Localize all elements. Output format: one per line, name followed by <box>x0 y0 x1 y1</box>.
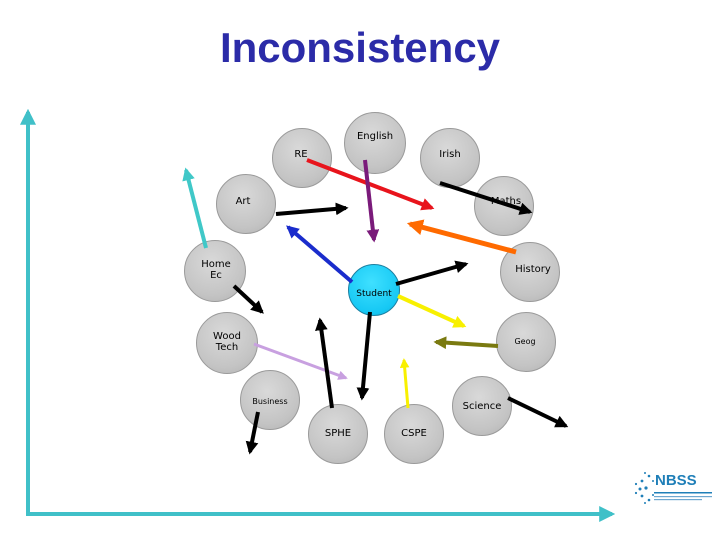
circle-art <box>216 174 276 234</box>
label-geog: Geog <box>514 337 536 346</box>
arrow-english <box>363 159 380 243</box>
arrow-blue <box>286 225 354 284</box>
arrow-business <box>245 411 260 455</box>
label-wood-tech: Wood Tech <box>213 331 241 353</box>
arrow-home-ec-down <box>232 284 264 314</box>
circle-business <box>240 370 300 430</box>
arrow-maths <box>406 219 517 255</box>
arrow-student-yellow <box>397 294 467 328</box>
arrow-art <box>275 202 349 216</box>
arrow-history <box>395 260 469 286</box>
logo-text: NBSS <box>655 472 697 489</box>
arrow-cspe <box>399 358 410 409</box>
circle-home-ec <box>184 240 246 302</box>
circle-english <box>344 112 406 174</box>
circle-sphe <box>308 404 368 464</box>
nbss-logo-icon <box>634 472 712 504</box>
label-irish: Irish <box>439 149 461 160</box>
circle-wood-tech <box>196 312 258 374</box>
circle-cspe <box>384 404 444 464</box>
arrow-irish <box>439 181 533 215</box>
label-business: Business <box>252 397 288 406</box>
label-home-ec: Home Ec <box>201 259 231 281</box>
label-maths: Maths <box>490 196 522 207</box>
circle-student <box>348 264 400 316</box>
circle-re <box>272 128 332 188</box>
circle-science <box>452 376 512 436</box>
arrow-student-down <box>356 311 372 401</box>
label-student: Student <box>356 289 392 299</box>
arrow-science <box>507 396 569 428</box>
label-english: English <box>356 131 394 142</box>
label-science: Science <box>462 401 502 412</box>
arrow-wood-tech <box>253 342 348 380</box>
label-cspe: CSPE <box>401 428 427 439</box>
arrow-sphe <box>315 317 334 409</box>
slide-title: Inconsistency <box>219 24 501 71</box>
circle-geog <box>496 312 556 372</box>
label-re: RE <box>294 149 308 160</box>
circle-irish <box>420 128 480 188</box>
label-sphe: SPHE <box>324 428 352 439</box>
arrow-geog <box>433 336 499 350</box>
label-history: History <box>515 264 551 275</box>
arrow-home-ec-up <box>182 167 208 249</box>
label-art: Art <box>235 196 251 207</box>
